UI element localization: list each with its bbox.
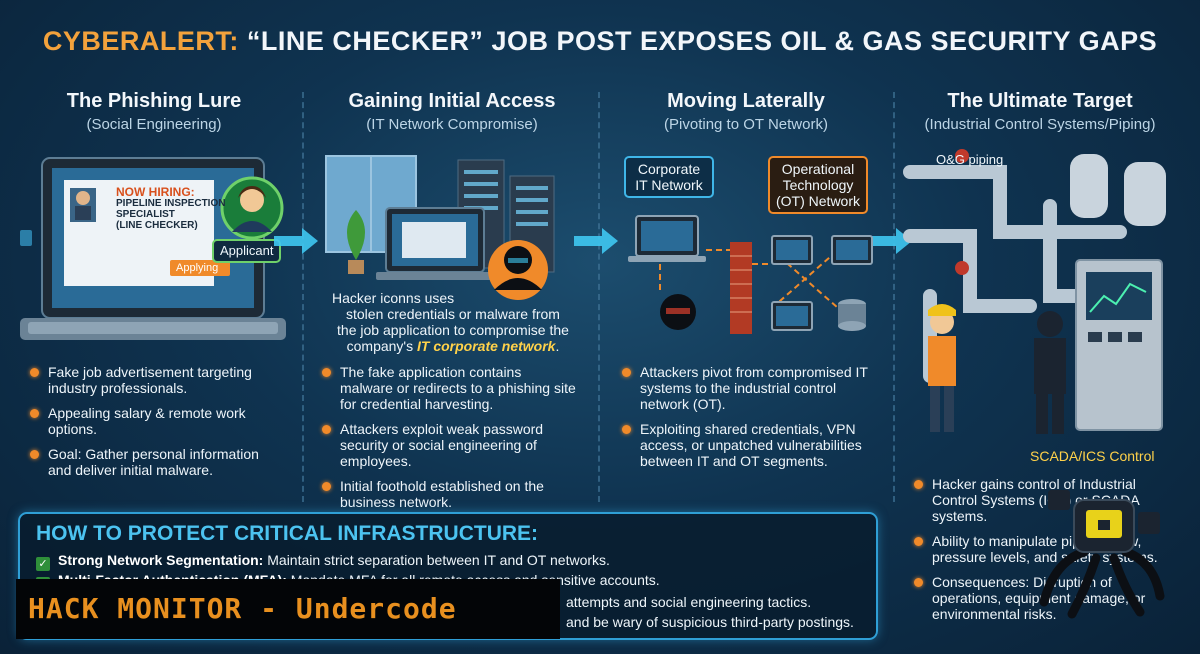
checkmark-icon: ✓	[36, 557, 50, 571]
flow-arrow-icon	[274, 228, 318, 254]
panel-phishing-heading: The Phishing Lure (Social Engineering)	[14, 90, 294, 133]
caption-text: company's	[346, 338, 417, 354]
caption-line: stolen credentials or malware from	[346, 306, 560, 322]
panel-target-heading: The Ultimate Target (Industrial Control …	[900, 90, 1180, 133]
label-line: (OT) Network	[776, 193, 860, 209]
panel-subtitle: (Social Engineering)	[86, 116, 222, 133]
panel-divider	[893, 92, 895, 502]
panel-title: Gaining Initial Access	[348, 90, 556, 112]
access-bullet-list: The fake application contains malware or…	[322, 364, 578, 519]
og-piping-label: O&G piping	[936, 152, 1004, 167]
job-role-line: (LINE CHECKER)	[116, 220, 198, 231]
protect-item: and be wary of suspicious third-party po…	[566, 614, 854, 630]
flow-arrow-icon	[574, 228, 618, 254]
panel-title: Moving Laterally	[667, 90, 825, 112]
protect-item-title: Strong Network Segmentation:	[58, 552, 264, 568]
title-accent: CYBERALERT:	[42, 26, 239, 56]
panel-subtitle: (IT Network Compromise)	[366, 116, 538, 133]
list-item: Consequences: Disruption of operations, …	[914, 574, 1176, 622]
protect-heading: HOW TO PROTECT CRITICAL INFRASTRUCTURE:	[36, 522, 539, 545]
label-line: Operational	[781, 161, 855, 177]
list-item: Hacker gains control of Industrial Contr…	[914, 476, 1176, 524]
hack-monitor-banner: HACK MONITOR - Undercode	[16, 579, 560, 639]
list-item: Fake job advertisement targeting industr…	[30, 364, 282, 396]
protect-item: attempts and social engineering tactics.	[566, 594, 812, 610]
corporate-it-label: Corporate IT Network	[624, 156, 714, 198]
caption-line: Hacker iconns uses	[332, 290, 455, 306]
protect-item: ✓ Strong Network Segmentation: Maintain s…	[36, 552, 610, 571]
network-pivot-illustration	[628, 215, 873, 334]
caption-line: company's IT corporate network.	[318, 338, 588, 354]
protect-item-text: Maintain strict separation between IT an…	[263, 552, 610, 568]
list-item: Attackers exploit weak password security…	[322, 421, 578, 469]
target-bullet-list: Hacker gains control of Industrial Contr…	[914, 476, 1176, 631]
title-rest: “LINE CHECKER” JOB POST EXPOSES OIL & GA…	[238, 26, 1158, 56]
list-item: Attackers pivot from compromised IT syst…	[622, 364, 882, 412]
job-role-line: PIPELINE INSPECTION	[116, 198, 226, 209]
flow-arrow-icon	[868, 228, 912, 254]
panel-subtitle: (Pivoting to OT Network)	[664, 116, 828, 133]
lateral-bullet-list: Attackers pivot from compromised IT syst…	[622, 364, 882, 478]
panel-divider	[598, 92, 600, 502]
label-line: IT Network	[635, 177, 703, 193]
list-item: Appealing salary & remote work options.	[30, 405, 282, 437]
scada-label: SCADA/ICS Control	[1030, 448, 1155, 464]
caption-text: .	[555, 338, 560, 354]
label-line: Corporate	[637, 161, 701, 177]
applicant-badge: Applicant	[212, 239, 282, 263]
panel-lateral-heading: Moving Laterally (Pivoting to OT Network…	[606, 90, 886, 133]
applying-button: Applying	[176, 262, 219, 274]
panel-title: The Ultimate Target	[947, 90, 1133, 112]
panel-access-heading: Gaining Initial Access (IT Network Compr…	[312, 90, 592, 133]
panel-divider	[302, 92, 304, 502]
list-item: Initial foothold established on the busi…	[322, 478, 578, 510]
undercode-octopus-logo-icon	[1039, 490, 1165, 619]
list-item: Exploiting shared credentials, VPN acces…	[622, 421, 882, 469]
label-line: Technology	[782, 177, 854, 193]
page-title: CYBERALERT: “LINE CHECKER” JOB POST EXPO…	[0, 26, 1200, 57]
now-hiring-label: NOW HIRING:	[116, 185, 195, 199]
ot-network-label: Operational Technology (OT) Network	[768, 156, 868, 214]
panel-subtitle: (Industrial Control Systems/Piping)	[924, 116, 1156, 133]
caption-highlight: IT corporate network	[417, 338, 556, 354]
caption-line: the job application to compromise the	[337, 322, 569, 338]
phishing-bullet-list: Fake job advertisement targeting industr…	[30, 364, 282, 487]
pipeline-scada-illustration	[903, 149, 1166, 434]
list-item: The fake application contains malware or…	[322, 364, 578, 412]
list-item: Goal: Gather personal information and de…	[30, 446, 282, 478]
access-caption: Hacker iconns uses stolen credentials or…	[318, 290, 588, 354]
job-role-line: SPECIALIST	[116, 209, 175, 220]
office-servers-illustration	[325, 155, 555, 300]
laptop-job-ad-illustration	[20, 157, 286, 340]
panel-title: The Phishing Lure	[66, 90, 242, 112]
